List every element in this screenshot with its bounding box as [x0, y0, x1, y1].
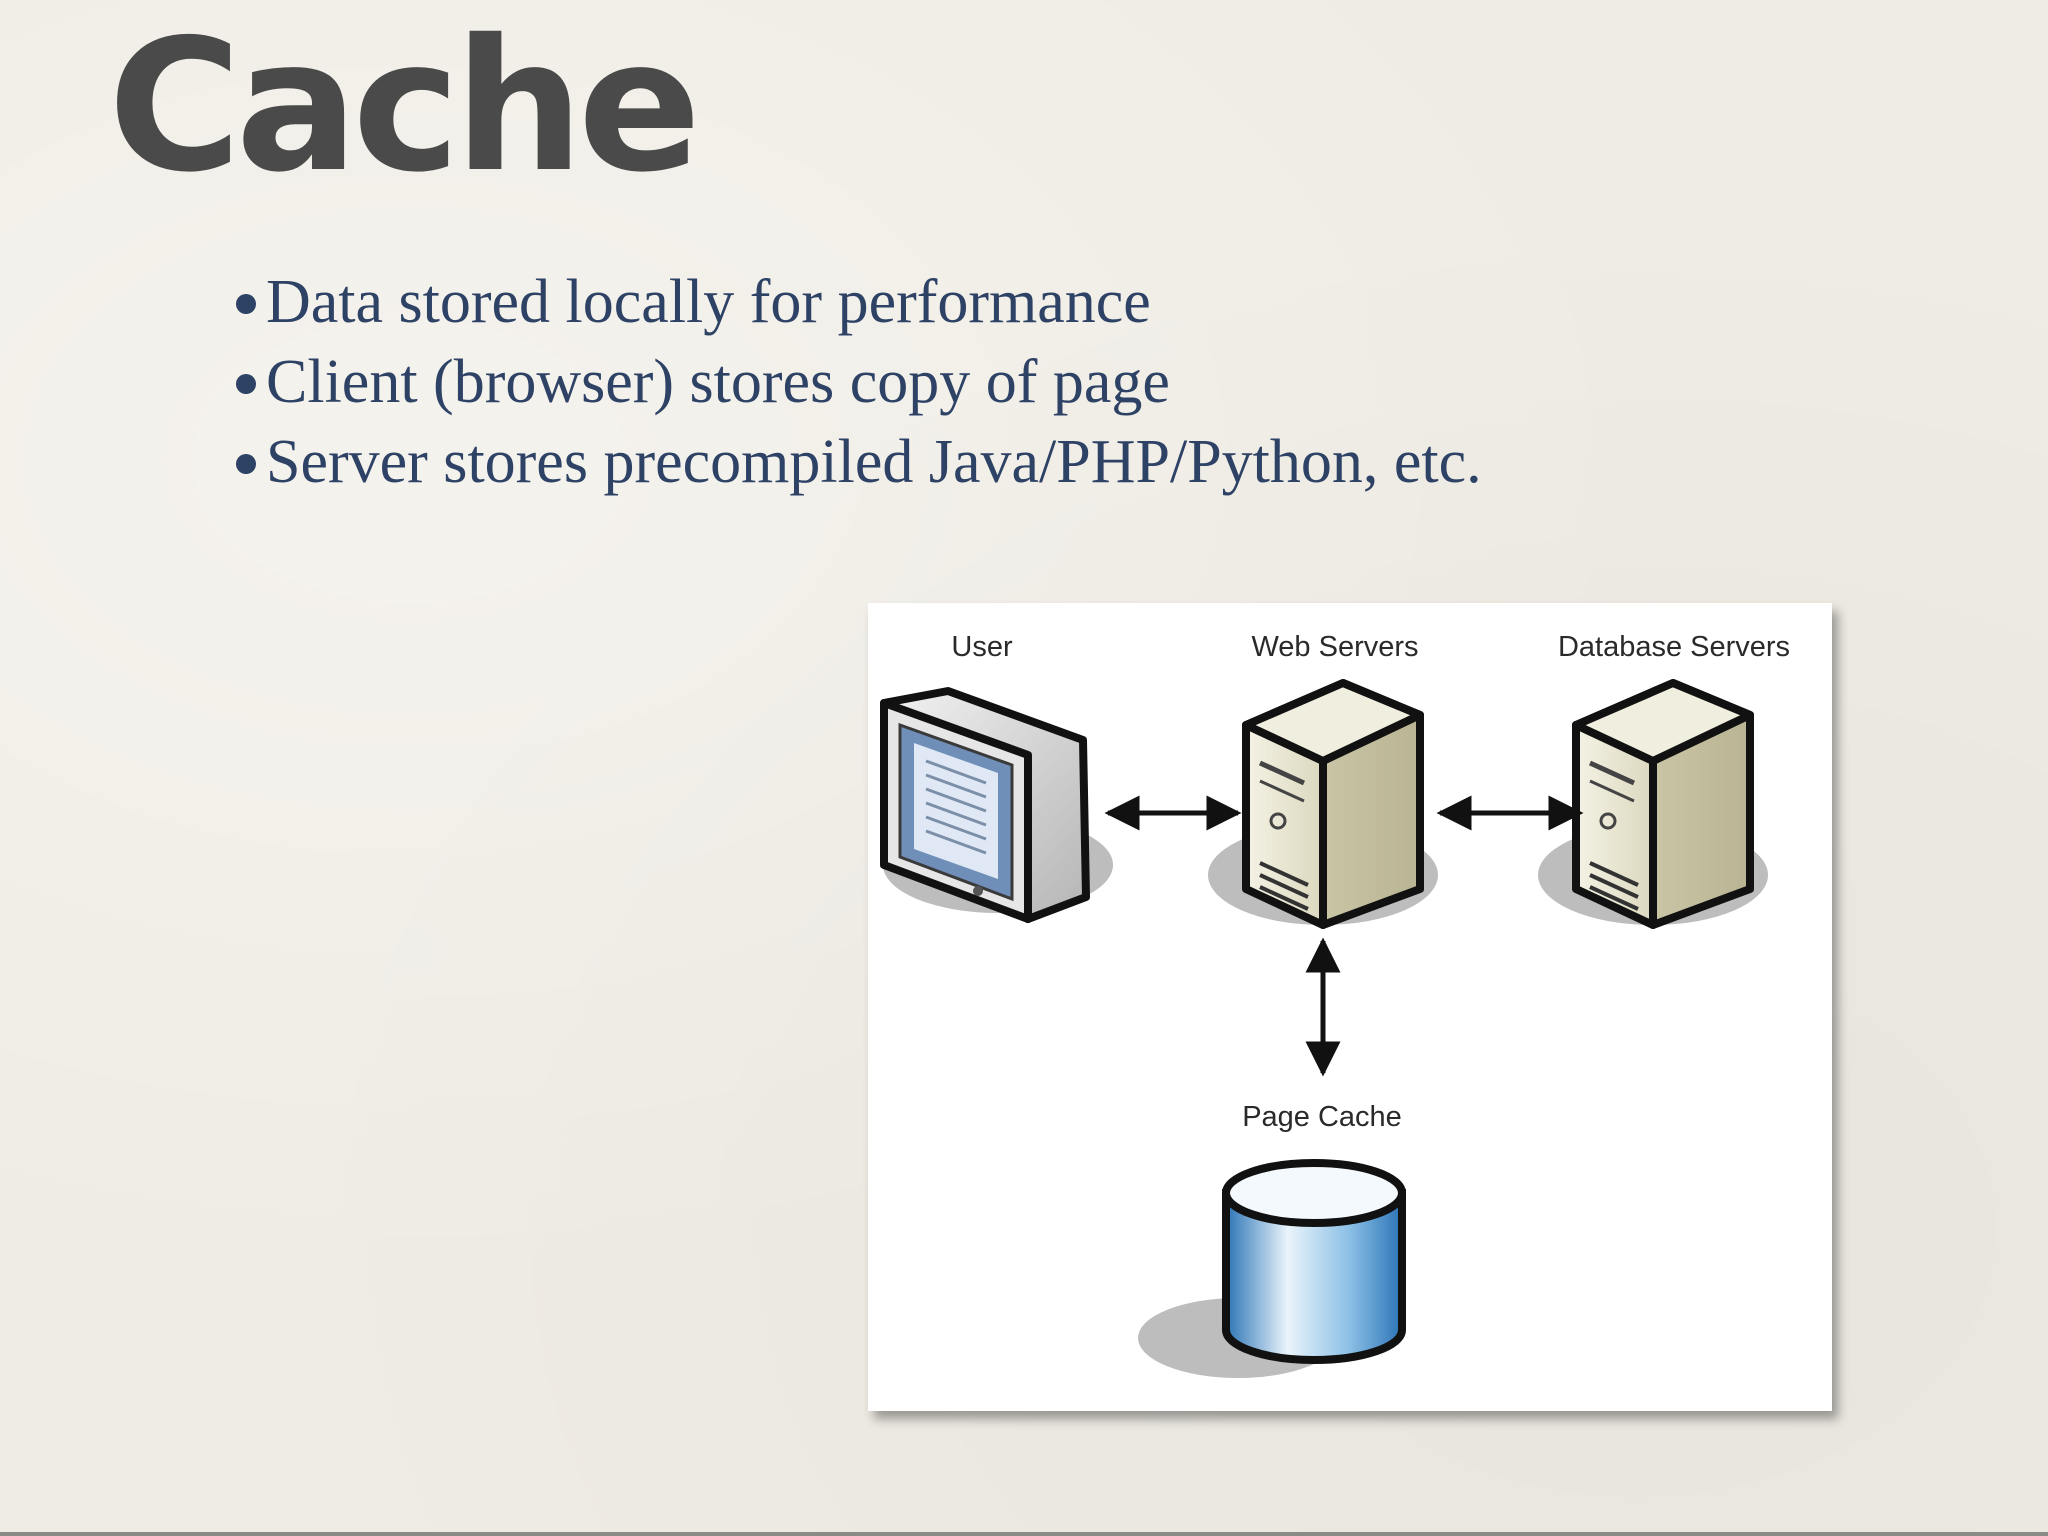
bullet-text: Client (browser) stores copy of page [266, 347, 1170, 416]
computer-monitor-icon [880, 687, 1113, 923]
page-cache-label: Page Cache [1242, 1101, 1402, 1133]
bullet-dot-icon [236, 454, 256, 474]
bullet-item: Data stored locally for performance [236, 262, 1482, 342]
slide-title: Cache [108, 0, 701, 212]
bullet-text: Server stores precompiled Java/PHP/Pytho… [266, 427, 1482, 496]
web-servers-label: Web Servers [1251, 631, 1419, 663]
cache-architecture-diagram: User Web Servers Database Servers Page C… [868, 603, 1832, 1411]
slide-bottom-border [0, 1532, 2048, 1536]
connection-arrows [1104, 795, 1584, 1077]
database-server-tower-icon [1538, 679, 1768, 929]
bullet-list: Data stored locally for performance Clie… [236, 262, 1482, 502]
database-servers-label: Database Servers [1557, 631, 1791, 663]
bullet-dot-icon [236, 294, 256, 314]
page-cache-cylinder-icon [1138, 1159, 1406, 1378]
bullet-item: Client (browser) stores copy of page [236, 342, 1482, 422]
bullet-text: Data stored locally for performance [266, 267, 1151, 336]
diagram-graphics [880, 679, 1768, 1378]
web-server-tower-icon [1208, 679, 1438, 929]
bullet-item: Server stores precompiled Java/PHP/Pytho… [236, 422, 1482, 502]
user-label: User [951, 631, 1013, 663]
bullet-dot-icon [236, 374, 256, 394]
